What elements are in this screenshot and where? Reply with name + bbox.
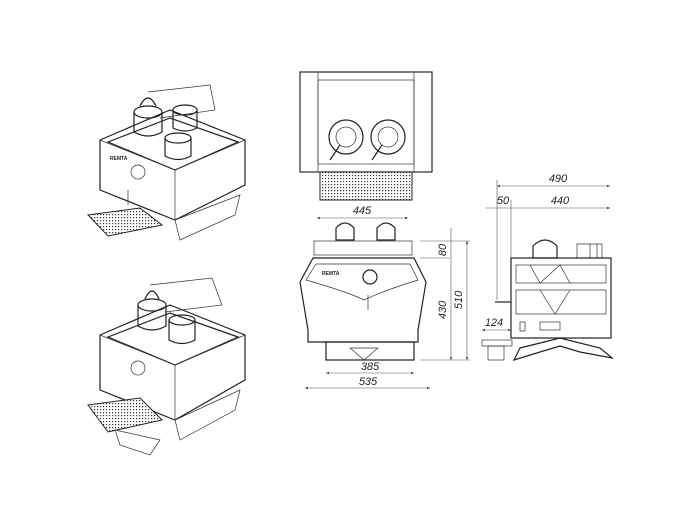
front-view: REMTA 445 385 535 80 430 510 [299,205,470,390]
isometric-view-top: REMTA [86,84,246,241]
dim-440: 440 [551,195,570,207]
side-view: 490 50 440 124 [481,173,615,361]
isometric-view-bottom [87,277,246,456]
top-view [299,71,433,201]
brand-label-front: REMTA [322,271,340,277]
dim-124: 124 [485,317,503,329]
dim-50: 50 [497,195,510,207]
dim-490: 490 [549,173,568,185]
dim-430: 430 [437,300,449,319]
dim-80: 80 [437,243,449,256]
dim-385: 385 [361,361,380,373]
dim-510: 510 [453,290,465,309]
brand-label: REMTA [110,156,128,162]
dim-535: 535 [359,376,378,388]
dim-445: 445 [353,205,372,217]
